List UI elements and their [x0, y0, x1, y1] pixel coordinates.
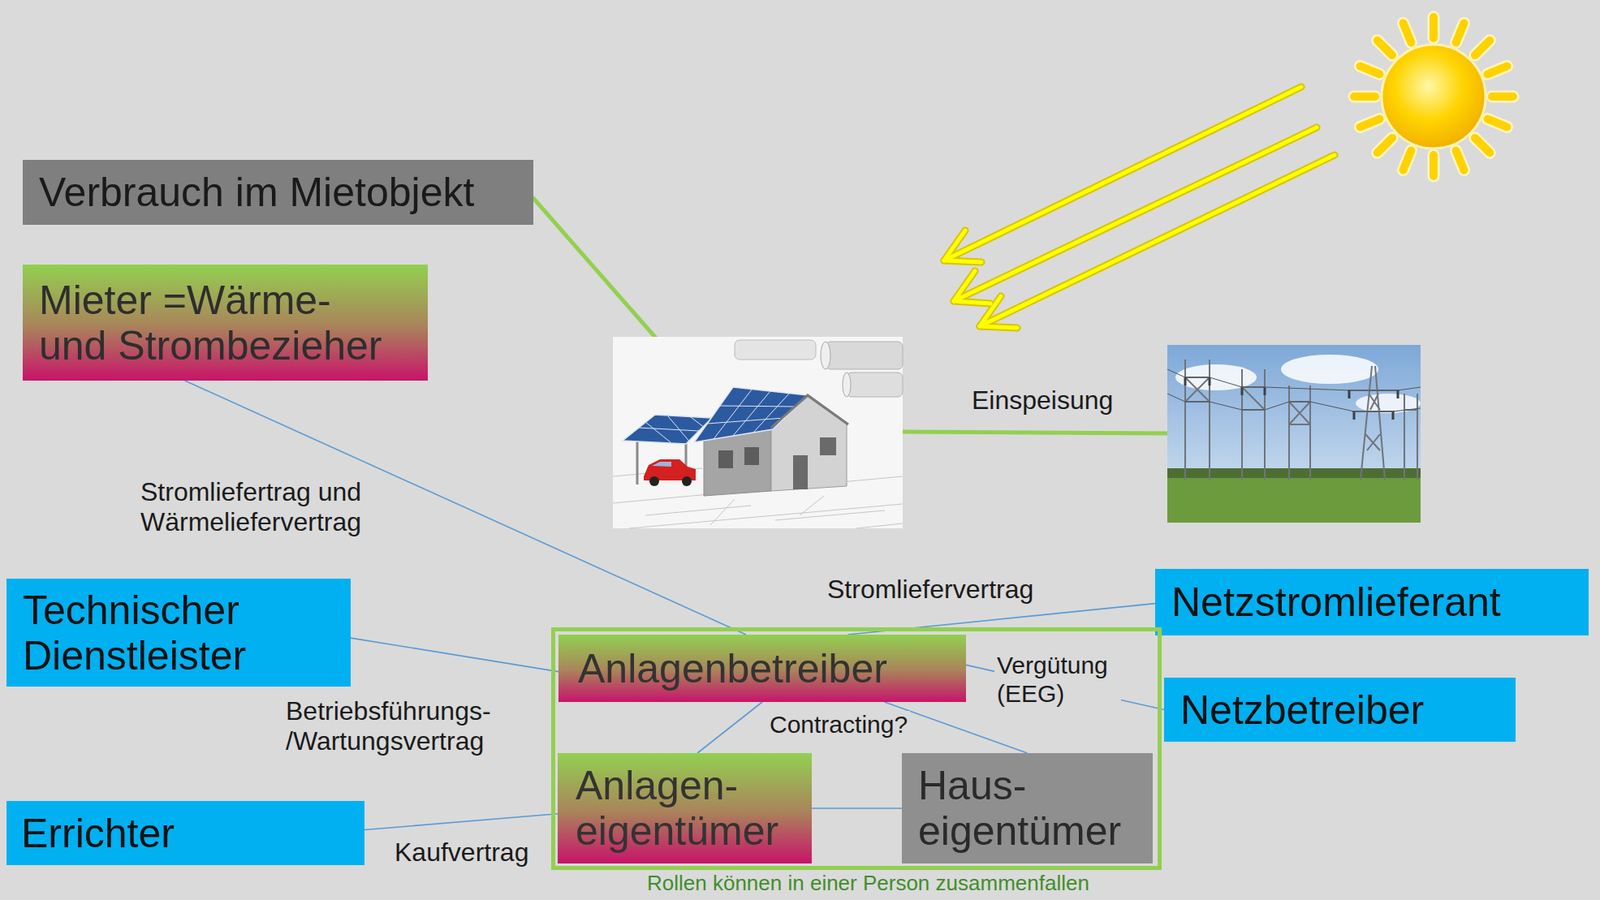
pylons: [1185, 359, 1418, 480]
feed-in-wire: [902, 431, 1168, 434]
house-owner-box: Haus- eigentümer: [901, 753, 1153, 864]
contract-line: [364, 814, 558, 831]
contract-label: Contracting?: [767, 711, 910, 740]
cloud: [1280, 354, 1379, 384]
grid-operator-box: Netzbetreiber: [1164, 677, 1516, 742]
trees: [1167, 468, 1421, 480]
roll-end: [820, 341, 831, 370]
carport: [622, 414, 712, 487]
sun: [1354, 17, 1514, 177]
blueprint-rolls: [734, 340, 903, 397]
arrow-core: [944, 86, 1335, 328]
house: [694, 387, 849, 496]
operator-box: Anlagenbetreiber: [558, 634, 967, 703]
roll: [846, 372, 903, 397]
sky: [1167, 345, 1421, 523]
arrow-outline: [944, 86, 1335, 328]
substation-picture: [1167, 345, 1421, 523]
wheel: [649, 476, 660, 487]
grass: [1167, 478, 1421, 523]
wheel: [681, 476, 692, 487]
insulators: [1185, 377, 1398, 420]
contract-line: [350, 638, 559, 673]
contract-label: Stromliefertrag und Wärmeliefervertrag: [138, 477, 379, 538]
box-label: Netzbetreiber: [1180, 687, 1505, 734]
box-label: Mieter =Wärme- und Strombezieher: [38, 277, 402, 369]
tenant-box: Mieter =Wärme- und Strombezieher: [22, 264, 428, 381]
box-label: Haus- eigentümer: [918, 763, 1142, 854]
service-provider-box: Technischer Dienstleister: [6, 578, 351, 687]
contract-line: [697, 702, 763, 754]
installer-box: Errichter: [6, 801, 365, 866]
solar-roof: [694, 387, 808, 443]
flow-label: Einspeisung: [969, 385, 1116, 416]
panel-grid: [638, 416, 705, 444]
sun-rays: [1354, 17, 1514, 177]
roll: [734, 340, 816, 360]
sun-glow: [1354, 17, 1514, 177]
box-label: Verbrauch im Mietobjekt: [38, 169, 518, 216]
plant-owner-box: Anlagen- eigentümer: [557, 753, 812, 864]
group-caption: Rollen können in einer Person zusammenfa…: [646, 872, 1090, 895]
door: [793, 455, 808, 490]
picture-ground: [612, 336, 903, 529]
sunlight-arrows: [944, 86, 1335, 328]
roll: [825, 341, 903, 370]
contract-label: Betriebsführungs- /Wartungsvertrag: [283, 696, 508, 757]
contract-label: Stromliefervertrag: [824, 574, 1036, 605]
grid-supplier-box: Netzstromlieferant: [1155, 569, 1589, 636]
contract-line: [811, 807, 902, 810]
window: [744, 447, 760, 466]
power-lines: [1167, 369, 1421, 412]
car-window: [651, 461, 672, 467]
contract-label: Kaufvertrag: [392, 837, 531, 868]
contract-label: Vergütung (EEG): [994, 651, 1122, 708]
window: [819, 437, 837, 456]
post: [636, 440, 639, 485]
consumption-box: Verbrauch im Mietobjekt: [22, 159, 534, 225]
sun-disc: [1381, 44, 1486, 149]
box-label: Anlagen- eigentümer: [575, 763, 801, 854]
box-label: Errichter: [21, 810, 354, 857]
box-label: Technischer Dienstleister: [22, 587, 340, 679]
roll-end: [842, 372, 851, 397]
box-label: Anlagenbetreiber: [577, 646, 955, 692]
roof-edge: [771, 395, 849, 428]
window: [718, 450, 734, 469]
box-label: Netzstromlieferant: [1171, 579, 1578, 626]
house-picture: [612, 336, 903, 529]
panel-grid: [707, 389, 797, 440]
